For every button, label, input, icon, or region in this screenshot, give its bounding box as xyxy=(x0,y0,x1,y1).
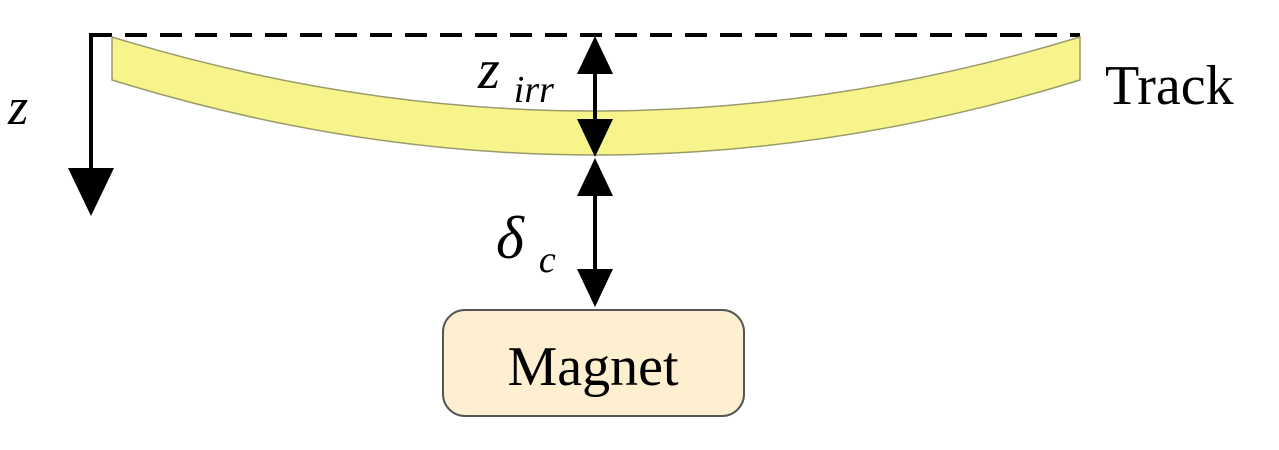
delta-c-label-subscript: c xyxy=(539,239,556,281)
z-irr-label-subscript: irr xyxy=(514,69,554,111)
z-axis-arrowhead xyxy=(68,168,114,216)
track-label: Track xyxy=(1105,55,1234,117)
delta-c-arrowhead-bottom xyxy=(577,269,613,307)
z-axis-label: z xyxy=(7,79,28,136)
delta-c-arrowhead-top xyxy=(577,158,613,196)
z-irr-arrowhead-top xyxy=(577,36,613,74)
magnet-label: Magnet xyxy=(507,336,679,398)
track-beam xyxy=(111,35,1081,156)
delta-c-label-base: δ xyxy=(496,205,525,271)
delta-c-label: δ c xyxy=(496,205,556,281)
z-irr-label-base: z xyxy=(477,39,500,101)
magnet-block xyxy=(442,309,745,417)
z-irr-arrowhead-bottom xyxy=(577,119,613,157)
z-irr-label: z irr xyxy=(477,39,554,111)
